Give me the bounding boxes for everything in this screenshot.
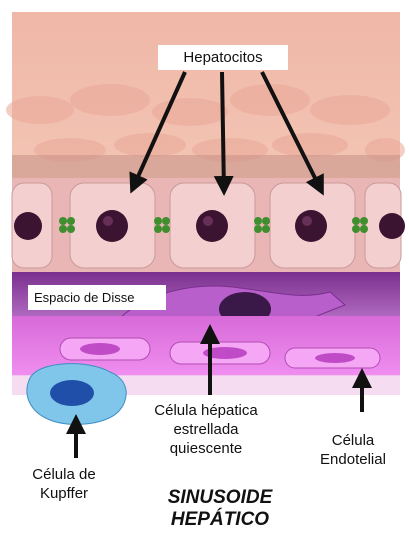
label-estrellada-line3: quiescente <box>138 439 274 458</box>
label-endotelial-line2: Endotelial <box>314 450 392 469</box>
label-estrellada-line2: estrellada <box>138 420 274 439</box>
title-line1: SINUSOIDE <box>150 487 290 509</box>
label-celula-estrellada: Célula hépatica estrellada quiescente <box>132 398 280 461</box>
label-kupffer-line2: Kupffer <box>20 484 108 503</box>
label-espacio-disse-text: Espacio de Disse <box>34 288 160 307</box>
label-espacio-disse: Espacio de Disse <box>28 285 166 310</box>
label-hepatocitos: Hepatocitos <box>158 45 288 70</box>
label-kupffer-line1: Célula de <box>20 465 108 484</box>
label-estrellada-line1: Célula hépatica <box>138 401 274 420</box>
arrow-hepatocito-center <box>222 72 224 192</box>
microvilli-band <box>12 155 400 180</box>
label-celula-kupffer: Célula de Kupffer <box>14 462 114 506</box>
label-endotelial-line1: Célula <box>314 431 392 450</box>
label-hepatocitos-text: Hepatocitos <box>164 48 282 67</box>
kupffer-nucleus <box>50 380 94 406</box>
label-celula-endotelial: Célula Endotelial <box>308 428 398 472</box>
title-line2: HEPÁTICO <box>150 509 290 531</box>
diagram-title: SINUSOIDE HEPÁTICO <box>150 487 290 531</box>
